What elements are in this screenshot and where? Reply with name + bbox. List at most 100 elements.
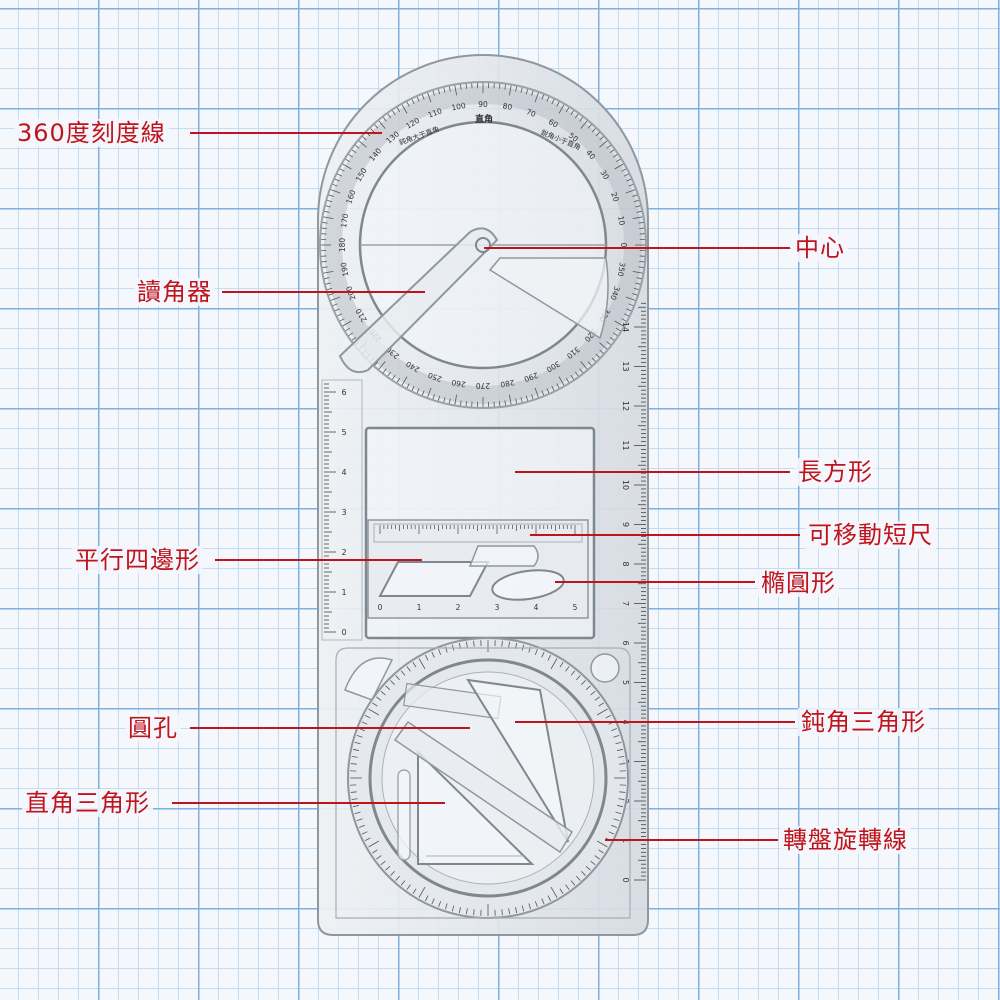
protractor-center-text: 直角 xyxy=(475,113,493,125)
label-turntable-line: 轉盤旋轉線 xyxy=(780,826,911,854)
turntable-tick xyxy=(444,903,448,910)
protractor-tick xyxy=(324,210,330,213)
protractor-outer-ring xyxy=(319,81,647,409)
turntable-tick xyxy=(585,685,591,690)
turntable-tick xyxy=(395,875,400,881)
protractor-tick xyxy=(421,390,425,396)
turntable-tick xyxy=(372,849,378,854)
right-scale-label: 1 xyxy=(621,838,630,843)
protractor-tick xyxy=(387,371,392,377)
turntable-tick xyxy=(608,831,615,835)
protractor-tick xyxy=(432,90,435,96)
protractor-degree-label: 60 xyxy=(547,117,560,130)
protractor-tick xyxy=(565,377,570,383)
protractor-tick xyxy=(534,92,539,103)
protractor-tick xyxy=(342,320,352,327)
label-scale-360: 360度刻度線 xyxy=(14,119,169,147)
protractor-tick xyxy=(520,397,523,403)
protractor-degree-label: 30 xyxy=(598,168,611,181)
protractor-tick xyxy=(628,303,634,307)
protractor-degree-label: 90 xyxy=(478,100,488,109)
protractor-tick xyxy=(595,132,600,137)
protractor-tick xyxy=(632,194,638,197)
label-right-triangle: 直角三角形 xyxy=(22,789,153,817)
turntable-tick xyxy=(613,818,620,822)
short-ruler-label: 2 xyxy=(456,603,461,612)
turntable-tick xyxy=(351,798,358,800)
turntable-tick xyxy=(598,849,604,854)
short-ruler-label: 4 xyxy=(534,603,539,612)
protractor-tick xyxy=(325,205,331,208)
protractor-tick xyxy=(625,296,636,301)
left-scale-label: 3 xyxy=(341,508,346,517)
protractor-tick xyxy=(541,94,545,100)
protractor-tick xyxy=(579,368,584,373)
protractor-tick xyxy=(323,271,334,274)
protractor-degree-label: 70 xyxy=(525,107,537,119)
turntable-tick xyxy=(364,714,371,719)
right-scale-label: 10 xyxy=(621,480,630,490)
protractor-tick xyxy=(615,158,621,163)
protractor-tick xyxy=(591,128,596,133)
protractor-tick xyxy=(443,87,446,93)
lower-frame xyxy=(335,647,631,919)
turntable-tick xyxy=(605,714,612,719)
protractor-tick xyxy=(345,158,351,163)
turntable-tick xyxy=(619,763,626,765)
protractor-tick xyxy=(606,341,611,346)
left-scale-label: 4 xyxy=(341,468,346,477)
turntable-tick xyxy=(390,680,395,685)
sliding-ruler-scale-strip xyxy=(373,523,583,543)
protractor-tick xyxy=(551,385,555,391)
turntable-tick xyxy=(364,837,371,842)
protractor-tick xyxy=(579,117,584,122)
turntable-tick xyxy=(521,905,525,912)
protractor-tick xyxy=(520,87,523,93)
protractor-tick xyxy=(606,144,611,149)
protractor-tick xyxy=(324,277,330,280)
label-sliding-ruler: 可移動短尺 xyxy=(805,521,936,549)
protractor-tick xyxy=(396,107,401,113)
turntable-tick xyxy=(350,763,357,765)
protractor-tick xyxy=(504,400,506,406)
turntable-tick xyxy=(368,708,380,716)
turntable-tick xyxy=(350,791,357,793)
short-ruler-label: 1 xyxy=(417,603,422,612)
turntable-tick xyxy=(424,654,429,661)
protractor-tick xyxy=(587,361,592,366)
turntable-tick xyxy=(615,811,622,815)
protractor-degree-label: 80 xyxy=(502,101,513,112)
right-slot xyxy=(590,653,620,683)
protractor-tick xyxy=(541,390,545,396)
protractor-degree-label: 100 xyxy=(451,101,467,112)
protractor-tick xyxy=(546,96,550,102)
label-obtuse-triangle: 鈍角三角形 xyxy=(798,708,929,736)
protractor-tick xyxy=(348,154,354,158)
protractor-tick xyxy=(595,353,600,358)
left-scale-strip xyxy=(321,379,363,641)
protractor-tick xyxy=(328,194,334,197)
protractor-tick xyxy=(387,113,392,119)
protractor-degree-label: 280 xyxy=(499,378,515,389)
turntable-tick xyxy=(458,907,461,914)
protractor-degree-label: 10 xyxy=(616,215,627,226)
right-scale-label: 8 xyxy=(621,561,630,566)
right-scale-label: 0 xyxy=(621,877,630,882)
protractor-tick xyxy=(454,85,457,96)
turntable-tick xyxy=(431,651,435,658)
turntable-tick xyxy=(352,748,359,751)
protractor-tick xyxy=(382,368,387,373)
protractor-tick xyxy=(551,99,555,105)
turntable-tick xyxy=(585,866,591,871)
label-circle-hole: 圓孔 xyxy=(125,714,181,742)
protractor-tick xyxy=(432,394,435,400)
protractor-tick xyxy=(580,361,588,370)
left-slot xyxy=(344,657,394,701)
turntable-tick xyxy=(613,734,620,738)
protractor-degree-label: 270 xyxy=(476,381,491,390)
protractor-tick xyxy=(636,277,642,280)
turntable-tick xyxy=(406,884,411,890)
protractor-tick xyxy=(330,189,341,194)
protractor-tick xyxy=(574,113,579,119)
protractor-tick xyxy=(614,163,624,170)
